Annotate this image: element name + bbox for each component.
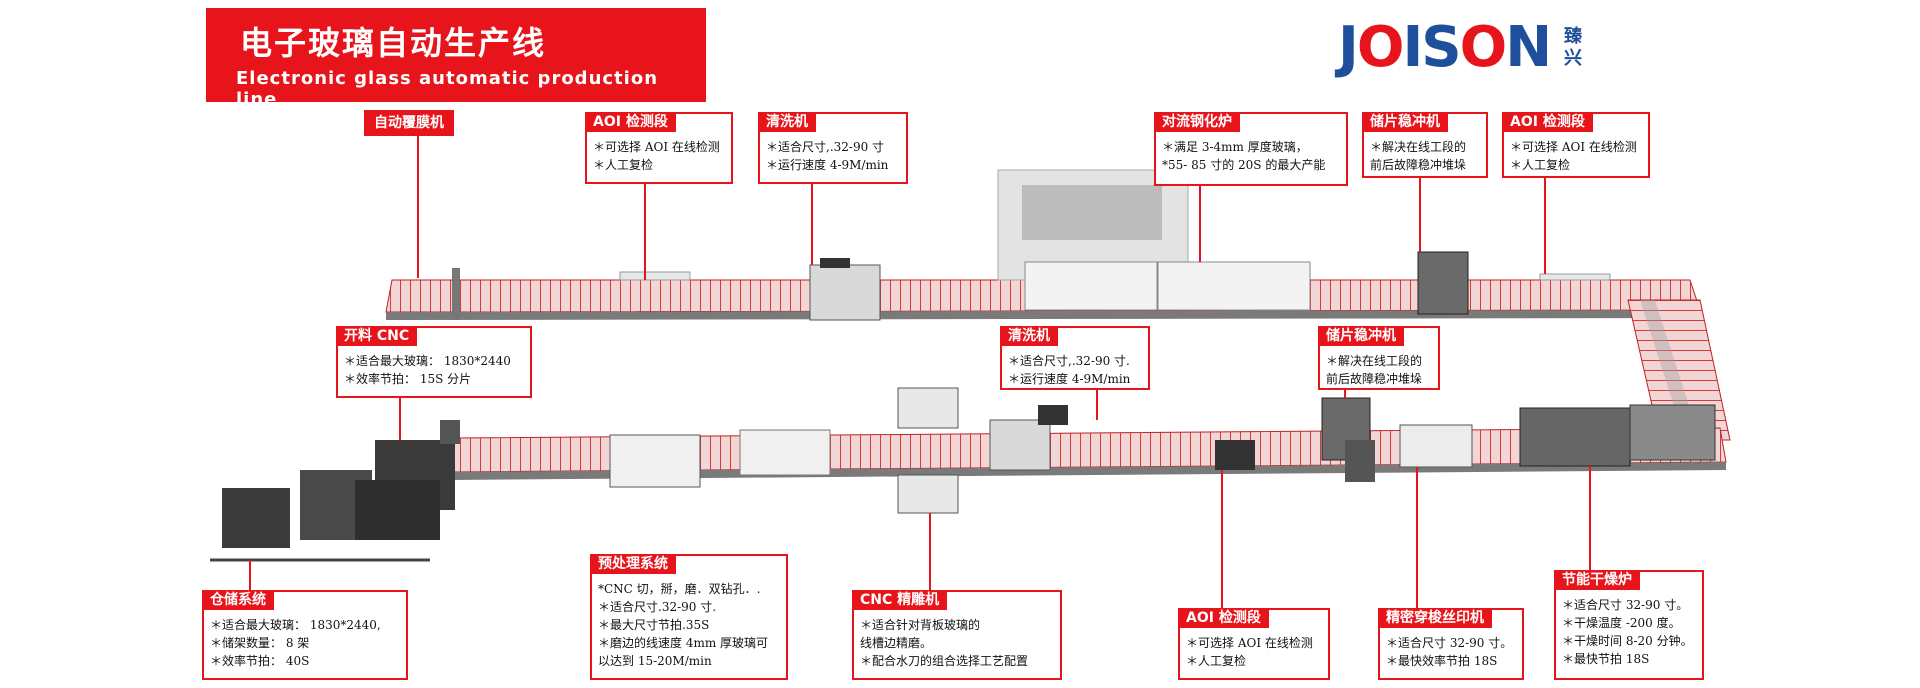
callout-title: 储片稳冲机 [1318,326,1404,346]
callout-screen-printer: 精密穿梭丝印机 ＊适合尺寸 32-90 寸。 ＊最快效率节拍 18S [1378,608,1524,680]
callout-washer-1: 清洗机 ＊适合尺寸,.32-90 寸 ＊运行速度 4-9M/min [758,112,908,184]
callout-line: ＊干燥温度 -200 度。 [1562,616,1681,630]
callout-buffer-1: 储片稳冲机 ＊解决在线工段的 前后故障稳冲堆垛 [1362,112,1488,178]
callout-line: ＊解决在线工段的 [1326,354,1423,368]
callout-storage: 仓储系统 ＊适合最大玻璃： 1830*2440, ＊储架数量： 8 架 ＊效率节… [202,590,408,680]
callout-washer-2: 清洗机 ＊适合尺寸,.32-90 寸. ＊运行速度 4-9M/min [1000,326,1150,390]
logo-letter-j: J [1338,15,1359,80]
callout-line: ＊满足 3-4mm 厚度玻璃， [1162,140,1308,154]
callout-title: AOI 检测段 [1178,608,1269,628]
logo-letter-n: N [1505,15,1552,80]
callout-line: ＊效率节拍： 40S [210,654,310,668]
callout-line: ＊最大尺寸节拍.35S [598,618,710,632]
callout-line: *CNC 切，掰，磨．双钻孔．. [598,582,761,596]
callout-line: ＊适合尺寸,.32-90 寸. [1008,354,1130,368]
callout-line: 前后故障稳冲堆垛 [1370,158,1467,172]
callout-line: ＊配合水刀的组合选择工艺配置 [860,654,1029,668]
callout-line: *55- 85 寸的 20S 的最大产能 [1162,158,1326,172]
callout-line: ＊可选择 AOI 在线检测 [593,140,720,154]
callout-drying-oven: 节能干燥炉 ＊适合尺寸 32-90 寸。 ＊干燥温度 -200 度。 ＊干燥时间… [1554,570,1704,680]
callout-line: 前后故障稳冲堆垛 [1326,372,1423,386]
callout-title: AOI 检测段 [585,112,676,132]
callout-line: ＊最快节拍 18S [1562,652,1650,666]
callout-line: ＊适合针对背板玻璃的 [860,618,981,632]
leader-lines [249,130,1591,608]
callout-line: ＊可选择 AOI 在线检测 [1186,636,1313,650]
callout-line: ＊人工复检 [1510,158,1571,172]
title-banner: 电子玻璃自动生产线 Electronic glass automatic pro… [206,8,706,110]
callout-line: ＊可选择 AOI 在线检测 [1510,140,1637,154]
callout-title: 对流钢化炉 [1154,112,1240,132]
callout-aoi-3: AOI 检测段 ＊可选择 AOI 在线检测 ＊人工复检 [1178,608,1330,680]
logo-letters-is: IS [1402,15,1461,80]
callout-line: ＊人工复检 [593,158,654,172]
callout-title: CNC 精雕机 [852,590,948,610]
callout-line: 线槽边精磨。 [860,636,933,650]
callout-title: AOI 检测段 [1502,112,1593,132]
callout-cnc-engraving: CNC 精雕机 ＊适合针对背板玻璃的 线槽边精磨。 ＊配合水刀的组合选择工艺配置 [852,590,1062,680]
callout-line: ＊人工复检 [1186,654,1247,668]
callout-line: ＊干燥时间 8-20 分钟。 [1562,634,1693,648]
callout-aoi-2: AOI 检测段 ＊可选择 AOI 在线检测 ＊人工复检 [1502,112,1650,178]
callout-buffer-2: 储片稳冲机 ＊解决在线工段的 前后故障稳冲堆垛 [1318,326,1440,390]
callout-aoi-1: AOI 检测段 ＊可选择 AOI 在线检测 ＊人工复检 [585,112,733,184]
storage-racks [210,470,440,562]
callout-line: ＊储架数量： 8 架 [210,636,310,650]
callout-line: 以达到 15-20M/min [598,654,712,668]
callout-title: 开料 CNC [336,326,418,346]
callout-title: 仓储系统 [202,590,274,610]
callout-film: 自动覆膜机 [364,110,454,136]
joison-logo: JOISON 臻兴 [1338,15,1582,80]
callout-line: ＊适合尺寸 32-90 寸。 [1386,636,1513,650]
callout-line: ＊磨边的线速度 4mm 厚玻璃可 [598,636,769,650]
callout-line: ＊最快效率节拍 18S [1386,654,1498,668]
callout-preprocessing: 预处理系统 *CNC 切，掰，磨．双钻孔．. ＊适合尺寸.32-90 寸. ＊最… [590,554,788,680]
title-chinese: 电子玻璃自动生产线 [240,24,547,62]
callout-title: 储片稳冲机 [1362,112,1448,132]
upper-conveyor [385,169,1701,321]
callout-title: 清洗机 [1000,326,1058,346]
lower-conveyor [375,387,1727,514]
callout-line: ＊运行速度 4-9M/min [766,158,889,172]
callout-line: ＊适合尺寸.32-90 寸. [598,600,717,614]
callout-line: ＊适合尺寸,.32-90 寸 [766,140,885,154]
callout-line: ＊适合最大玻璃： 1830*2440 [344,354,511,368]
callout-line: ＊运行速度 4-9M/min [1008,372,1131,386]
callout-title: 预处理系统 [590,554,676,574]
logo-chinese: 臻兴 [1564,26,1582,69]
callout-line: ＊适合最大玻璃： 1830*2440, [210,618,381,632]
callout-title: 节能干燥炉 [1554,570,1640,590]
title-english: Electronic glass automatic production li… [236,68,659,110]
callout-tempering-furnace: 对流钢化炉 ＊满足 3-4mm 厚度玻璃， *55- 85 寸的 20S 的最大… [1154,112,1348,186]
callout-cnc-cutting: 开料 CNC ＊适合最大玻璃： 1830*2440 ＊效率节拍： 15S 分片 [336,326,532,398]
callout-title: 清洗机 [758,112,816,132]
callout-line: ＊适合尺寸 32-90 寸。 [1562,598,1689,612]
logo-letter-o1: O [1356,15,1405,80]
callout-line: ＊解决在线工段的 [1370,140,1467,154]
logo-letter-o2: O [1459,15,1508,80]
callout-line: ＊效率节拍： 15S 分片 [344,372,472,386]
callout-title: 精密穿梭丝印机 [1378,608,1492,628]
